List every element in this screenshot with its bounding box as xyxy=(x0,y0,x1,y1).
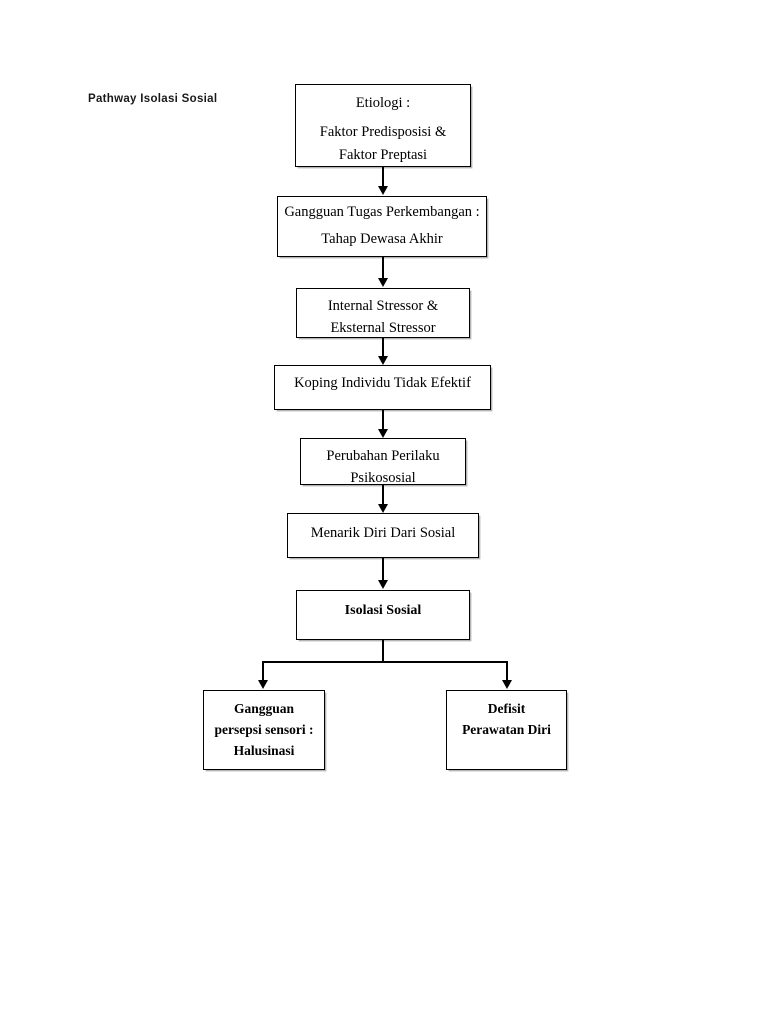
node-perubahan-line-2: Psikososial xyxy=(350,470,416,487)
node-defisit[interactable]: Defisit Perawatan Diri xyxy=(446,690,567,770)
arrowhead-halusinasi xyxy=(258,680,268,689)
node-etiologi-line-2: Faktor Predisposisi & xyxy=(319,124,447,141)
node-gangguan-tugas[interactable]: Gangguan Tugas Perkembangan : Tahap Dewa… xyxy=(277,196,487,257)
edge-isolasi-to-defisit xyxy=(506,661,508,682)
arrowhead-menarik xyxy=(378,504,388,513)
node-etiologi-line-1: Etiologi : xyxy=(355,95,411,111)
edge-gangguan-tugas-to-stressor xyxy=(382,257,384,279)
node-halusinasi-line-2: persepsi sensori : xyxy=(214,721,314,737)
node-defisit-line-2: Perawatan Diri xyxy=(462,721,551,737)
node-gangguan-tugas-line-1: Gangguan Tugas Perkembangan : xyxy=(284,204,480,220)
node-etiologi-line-3: Faktor Preptasi xyxy=(338,146,428,163)
node-halusinasi-line-1: Gangguan xyxy=(233,701,295,716)
node-perubahan[interactable]: Perubahan Perilaku Psikososial xyxy=(300,438,466,486)
node-koping-line-1: Koping Individu Tidak Efektif xyxy=(294,375,471,391)
node-halusinasi-line-3: Halusinasi xyxy=(233,742,295,758)
edge-koping-to-perubahan xyxy=(382,410,384,429)
node-isolasi[interactable]: Isolasi Sosial xyxy=(296,590,470,640)
node-stressor-line-2: Eksternal Stressor xyxy=(330,320,436,337)
edge-isolasi-split-bar xyxy=(262,661,508,663)
arrowhead-isolasi xyxy=(378,580,388,589)
edge-menarik-to-isolasi xyxy=(382,558,384,581)
node-koping[interactable]: Koping Individu Tidak Efektif xyxy=(274,365,491,410)
node-stressor-line-1: Internal Stressor & xyxy=(327,298,439,314)
edge-stressor-to-koping xyxy=(382,338,384,357)
node-gangguan-tugas-line-2: Tahap Dewasa Akhir xyxy=(321,231,443,248)
page-title: Pathway Isolasi Sosial xyxy=(88,93,218,105)
arrowhead-defisit xyxy=(502,680,512,689)
edge-perubahan-to-menarik xyxy=(382,485,384,504)
arrowhead-perubahan xyxy=(378,429,388,438)
node-halusinasi[interactable]: Gangguan persepsi sensori : Halusinasi xyxy=(203,690,325,770)
edge-isolasi-split-stem xyxy=(382,640,384,663)
node-etiologi[interactable]: Etiologi : Faktor Predisposisi & Faktor … xyxy=(295,84,471,167)
node-perubahan-line-1: Perubahan Perilaku xyxy=(326,448,440,464)
arrowhead-koping xyxy=(378,356,388,365)
arrowhead-stressor xyxy=(378,278,388,287)
node-isolasi-line-1: Isolasi Sosial xyxy=(344,603,422,618)
arrowhead-gangguan-tugas xyxy=(378,186,388,195)
node-stressor[interactable]: Internal Stressor & Eksternal Stressor xyxy=(296,288,470,338)
node-menarik[interactable]: Menarik Diri Dari Sosial xyxy=(287,513,479,558)
edge-isolasi-to-halusinasi xyxy=(262,661,264,682)
node-defisit-line-1: Defisit xyxy=(487,701,526,716)
node-menarik-line-1: Menarik Diri Dari Sosial xyxy=(310,525,456,541)
edge-etiologi-to-gangguan-tugas xyxy=(382,167,384,188)
